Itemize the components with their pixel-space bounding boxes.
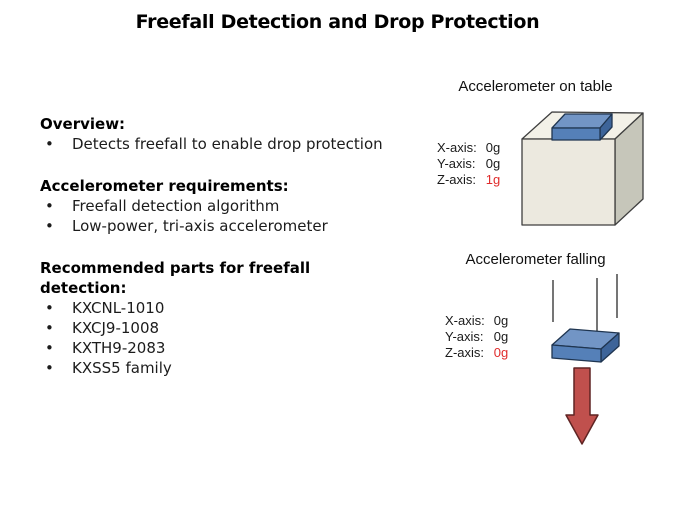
down-arrow-icon — [565, 367, 599, 445]
axis-label: Z-axis: — [445, 345, 484, 360]
falling-chip-front-face — [551, 344, 602, 363]
falling-accelerometer-diagram — [551, 274, 620, 445]
requirements-section: Accelerometer requirements: Freefall det… — [40, 176, 385, 236]
table-cube-front-face — [521, 138, 616, 226]
recommended-parts-section: Recommended parts for freefall detection… — [40, 258, 385, 378]
axis-readings-on-table: X-axis: 0g Y-axis: 0g Z-axis: 1g — [437, 140, 500, 188]
axis-label: Y-axis: — [437, 156, 476, 171]
list-item: KXSS5 family — [40, 358, 385, 378]
overview-section: Overview: Detects freefall to enable dro… — [40, 114, 385, 154]
axis-value-highlight: 0g — [493, 345, 509, 360]
axis-value-highlight: 1g — [485, 172, 501, 187]
axis-readings-falling: X-axis: 0g Y-axis: 0g Z-axis: 0g — [445, 313, 508, 361]
axis-label: X-axis: — [445, 313, 485, 328]
axis-value: 0g — [493, 329, 509, 344]
caption-accelerometer-falling: Accelerometer falling — [465, 251, 606, 268]
list-item: KXTH9-2083 — [40, 338, 385, 358]
axis-label: Y-axis: — [445, 329, 484, 344]
caption-accelerometer-on-table: Accelerometer on table — [458, 78, 613, 95]
cube-on-table-diagram — [521, 111, 644, 226]
list-item: Freefall detection algorithm — [40, 196, 385, 216]
accelerometer-chip-front-face — [551, 127, 601, 141]
axis-label: X-axis: — [437, 140, 477, 155]
recommended-parts-heading: Recommended parts for freefall detection… — [40, 259, 311, 297]
slide-title: Freefall Detection and Drop Protection — [135, 11, 540, 33]
overview-heading: Overview: — [40, 115, 126, 133]
axis-value: 0g — [485, 156, 501, 171]
list-item: Low-power, tri-axis accelerometer — [40, 216, 385, 236]
overview-list: Detects freefall to enable drop protecti… — [40, 134, 385, 154]
axis-value: 0g — [493, 313, 509, 328]
requirements-heading: Accelerometer requirements: — [40, 177, 289, 195]
motion-lines — [552, 274, 618, 332]
list-item: Detects freefall to enable drop protecti… — [40, 134, 385, 154]
recommended-parts-list: KXCNL-1010 KXCJ9-1008 KXTH9-2083 KXSS5 f… — [40, 298, 385, 378]
list-item: KXCNL-1010 — [40, 298, 385, 318]
axis-label: Z-axis: — [437, 172, 476, 187]
requirements-list: Freefall detection algorithm Low-power, … — [40, 196, 385, 236]
text-column: Overview: Detects freefall to enable dro… — [40, 114, 385, 400]
axis-value: 0g — [485, 140, 501, 155]
list-item: KXCJ9-1008 — [40, 318, 385, 338]
